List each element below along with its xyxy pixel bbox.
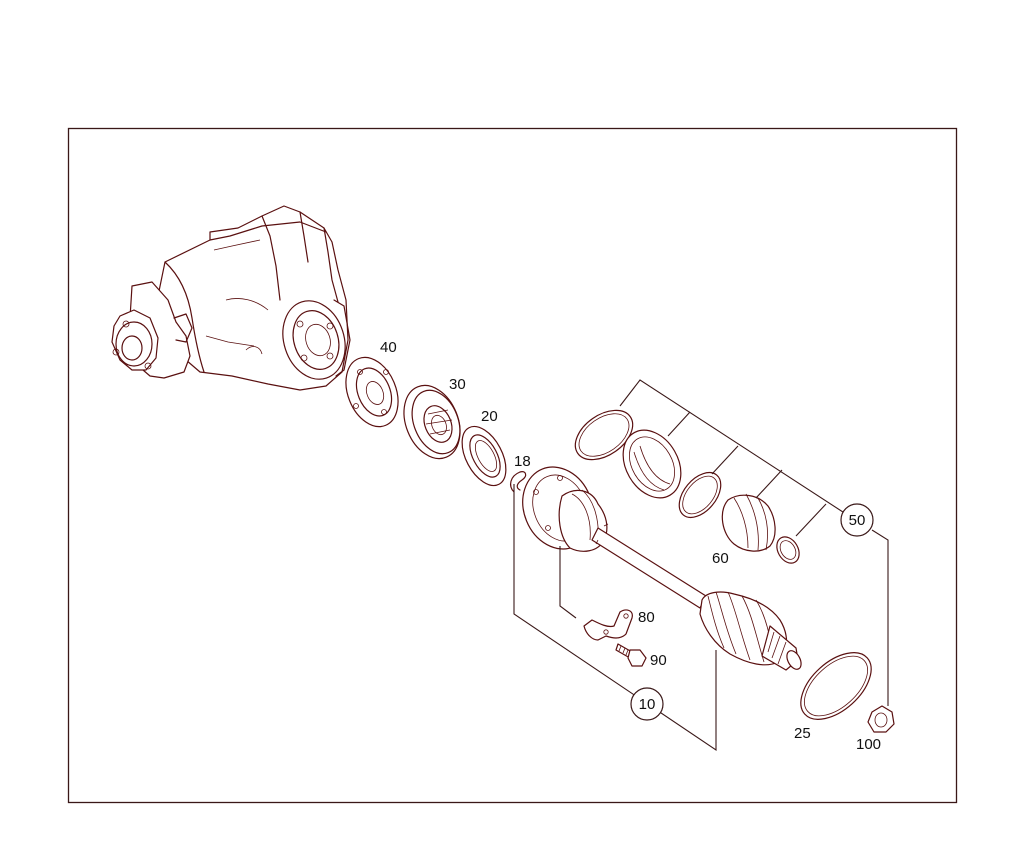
leader-50 xyxy=(619,379,889,706)
part-18-circlip xyxy=(510,471,527,493)
callout-10-circle xyxy=(630,687,664,721)
callout-50: 50 xyxy=(849,512,866,529)
callout-80: 80 xyxy=(638,609,655,626)
callout-10: 10 xyxy=(639,696,656,713)
leader-10 xyxy=(513,484,717,752)
callout-60: 60 xyxy=(712,550,729,567)
diagram-frame xyxy=(67,127,958,804)
callout-50-circle xyxy=(840,503,874,537)
callout-25: 25 xyxy=(794,725,811,742)
part-80-retaining-plate xyxy=(583,609,633,641)
callout-100: 100 xyxy=(856,736,881,753)
part-20-seal-ring xyxy=(461,425,507,487)
differential-housing xyxy=(111,205,351,391)
part-90-bolt xyxy=(615,643,647,667)
part-10-drive-shaft xyxy=(522,466,802,671)
part-30-bearing xyxy=(403,384,461,460)
callout-40: 40 xyxy=(380,339,397,356)
callout-18: 18 xyxy=(514,453,531,470)
callout-90: 90 xyxy=(650,652,667,669)
part-100-nut xyxy=(867,705,895,733)
callout-30: 30 xyxy=(449,376,466,393)
part-25-o-ring xyxy=(800,652,872,720)
part-50-boot-kit xyxy=(574,409,800,564)
callout-20: 20 xyxy=(481,408,498,425)
part-40-flange-plate xyxy=(345,356,399,428)
